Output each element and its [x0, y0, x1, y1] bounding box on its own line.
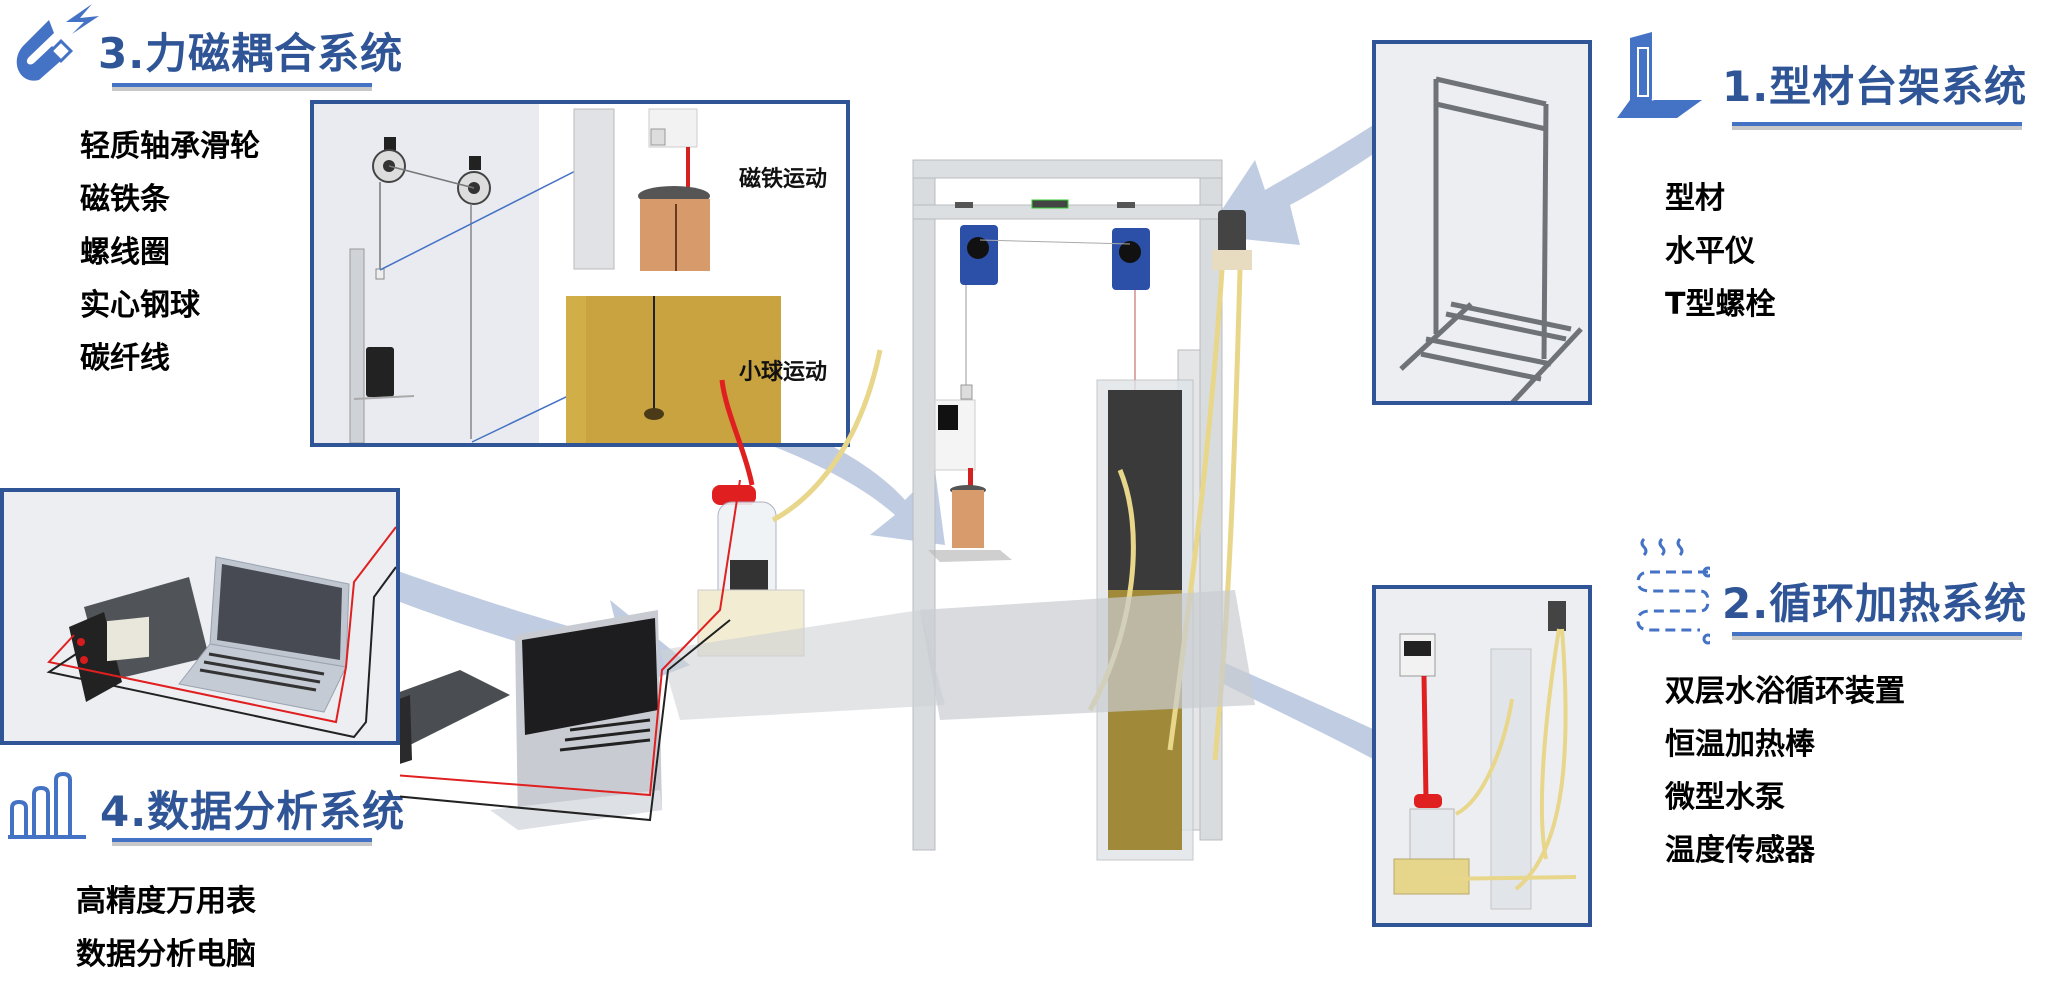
component-item: 磁铁条 — [80, 182, 170, 217]
pump-motor — [1218, 210, 1246, 255]
section-title-force-magnetic: 3.力磁耦合系统 — [98, 29, 404, 78]
ball-motion-label: 小球运动 — [739, 360, 828, 385]
component-item: 螺线圈 — [80, 235, 170, 270]
frame-top-beam — [912, 159, 1223, 179]
title-underline — [1732, 632, 2022, 636]
frame-illustration — [1376, 44, 1588, 401]
data-analysis-components: 高精度万用表 数据分析电脑 — [76, 875, 256, 981]
title-underline — [112, 838, 372, 842]
component-item: 高精度万用表 — [76, 884, 256, 919]
frame-icon — [1612, 28, 1712, 128]
section-title-heating: 2.循环加热系统 — [1722, 579, 2028, 628]
magnet-motion-label: 磁铁运动 — [739, 167, 828, 192]
data-analysis-panel — [0, 488, 400, 745]
heating-panel — [1372, 585, 1592, 927]
component-item: 型材 — [1665, 181, 1725, 216]
bar-chart-icon — [8, 770, 88, 840]
section-title-data-analysis: 4.数据分析系统 — [100, 787, 406, 836]
title-underline — [1732, 122, 2022, 126]
heating-illustration — [1376, 589, 1588, 923]
component-item: 轻质轴承滑轮 — [80, 129, 260, 164]
frame-post-left — [912, 159, 936, 851]
component-item: 温度传感器 — [1665, 833, 1815, 868]
frame-components: 型材 水平仪 T型螺栓 — [1665, 172, 1775, 331]
frame-panel — [1372, 40, 1592, 405]
component-item: 数据分析电脑 — [76, 937, 256, 972]
data-analysis-illustration — [4, 492, 396, 741]
magnet-icon — [4, 0, 104, 90]
heating-components: 双层水浴循环装置 恒温加热棒 微型水泵 温度传感器 — [1665, 665, 1905, 877]
component-item: T型螺栓 — [1665, 287, 1776, 322]
force-magnetic-panel: 磁铁运动 小球运动 — [310, 100, 850, 447]
section-title-frame: 1.型材台架系统 — [1722, 62, 2028, 111]
main-apparatus-illustration — [400, 159, 1255, 861]
component-item: 碳纤线 — [80, 341, 170, 376]
multimeter — [400, 670, 510, 750]
force-magnetic-illustration — [314, 104, 846, 443]
force-magnetic-components: 轻质轴承滑轮 磁铁条 螺线圈 实心钢球 碳纤线 — [80, 120, 260, 385]
title-underline — [112, 83, 372, 87]
component-item: 微型水泵 — [1665, 780, 1785, 815]
component-item: 水平仪 — [1665, 234, 1755, 269]
component-item: 双层水浴循环装置 — [1665, 674, 1905, 709]
heating-coil-icon — [1630, 535, 1710, 645]
component-item: 恒温加热棒 — [1665, 727, 1815, 762]
component-item: 实心钢球 — [80, 288, 200, 323]
